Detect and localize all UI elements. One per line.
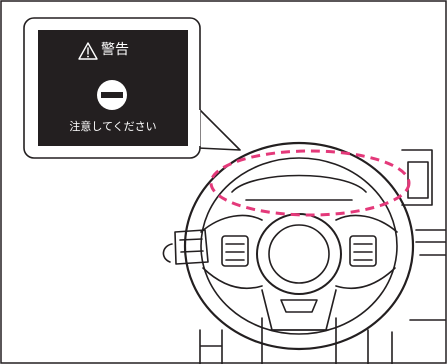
- right-switch-pad: [349, 235, 377, 267]
- left-lever: [162, 243, 173, 263]
- dashboard-lineart: [162, 141, 446, 364]
- display-message: 注意してください: [69, 120, 157, 133]
- left-spoke-top: [200, 214, 263, 233]
- left-stalk-lines: [179, 238, 204, 253]
- right-vents: [415, 229, 446, 256]
- right-panel-inner: [407, 161, 429, 199]
- no-entry-icon: [97, 80, 127, 110]
- right-switch-lines: [353, 243, 373, 261]
- callout-pointer: [197, 107, 241, 151]
- steering-column: [261, 317, 337, 364]
- wheel-outer-rim: [183, 141, 415, 351]
- left-spoke-bottom: [202, 267, 263, 290]
- wheel-hub-inner: [268, 224, 330, 284]
- right-spoke-bottom: [335, 267, 396, 290]
- hub-lower-trim: [280, 299, 318, 313]
- left-switch-pad: [221, 235, 249, 267]
- display-header: 警告: [101, 42, 129, 58]
- right-spoke-top: [335, 214, 398, 233]
- left-stalk-box: [174, 229, 209, 265]
- right-panel-outline: [401, 149, 433, 206]
- lower-left-panel: [199, 329, 223, 364]
- left-switch-lines: [225, 243, 245, 261]
- lower-right-panel: [367, 329, 393, 364]
- meter-hood: [231, 174, 367, 193]
- wheel-inner-rim: [200, 157, 398, 335]
- display-highlight-ellipse: [209, 149, 411, 217]
- warning-triangle-icon: [78, 42, 98, 60]
- lower-spoke: [261, 289, 337, 331]
